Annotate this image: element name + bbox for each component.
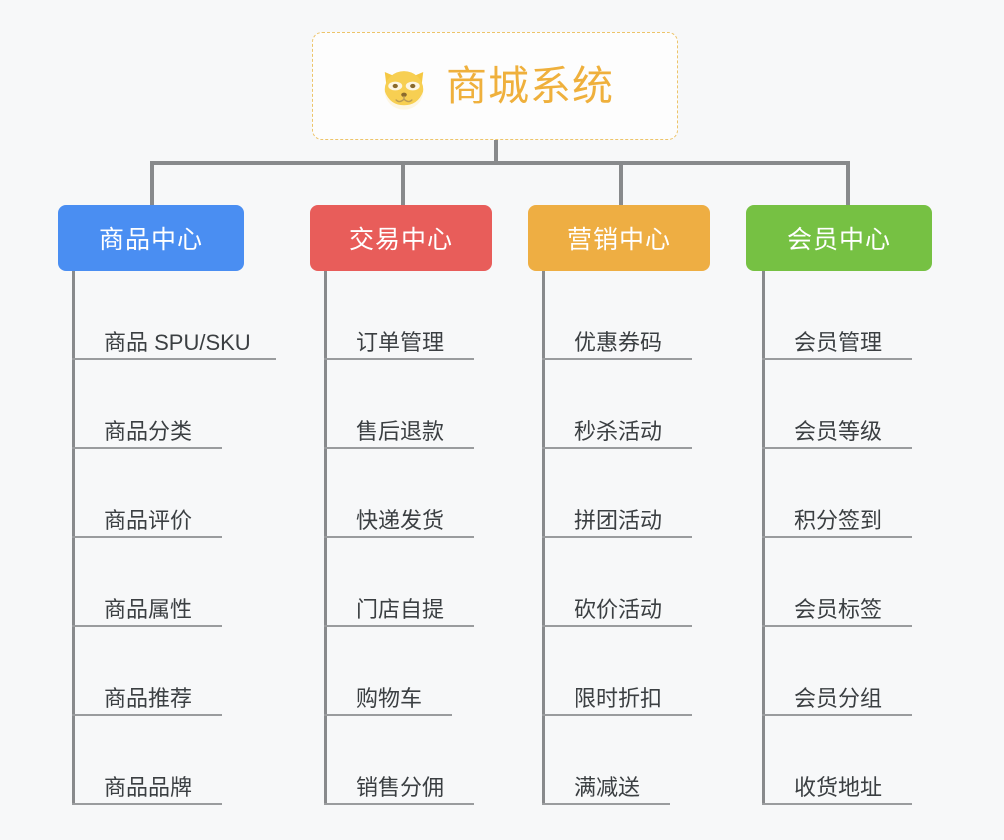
leaf-item[interactable]: 收货地址 xyxy=(762,716,912,805)
leaf-item[interactable]: 会员分组 xyxy=(762,627,912,716)
category-label: 会员中心 xyxy=(786,226,891,254)
leaf-item[interactable]: 秒杀活动 xyxy=(542,360,692,449)
leaf-underline xyxy=(72,358,276,360)
leaf-underline xyxy=(762,625,912,627)
leaf-item[interactable]: 商品品牌 xyxy=(72,716,222,805)
leaf-label: 会员分组 xyxy=(794,686,883,711)
leaf-underline xyxy=(762,536,912,538)
leaf-underline xyxy=(542,536,692,538)
column-spine xyxy=(762,271,765,805)
leaf-column-商品中心: 商品 SPU/SKU 商品分类商品评价商品属性商品推荐商品品牌 xyxy=(72,271,332,805)
leaf-label: 收货地址 xyxy=(794,775,883,800)
leaf-item[interactable]: 门店自提 xyxy=(324,538,474,627)
leaf-underline xyxy=(72,714,222,716)
connector-drop-2 xyxy=(401,161,405,207)
leaf-label: 砍价活动 xyxy=(574,597,663,622)
connector-drop-4 xyxy=(846,161,850,207)
leaf-label: 满减送 xyxy=(574,775,641,800)
leaf-item[interactable]: 满减送 xyxy=(542,716,670,805)
leaf-label: 商品推荐 xyxy=(104,686,193,711)
leaf-item[interactable]: 积分签到 xyxy=(762,449,912,538)
shiba-dog-icon xyxy=(376,58,432,114)
leaf-underline xyxy=(324,803,474,805)
leaf-label: 商品 SPU/SKU xyxy=(104,330,251,355)
connector-horizontal-bus xyxy=(150,161,850,165)
category-label: 营销中心 xyxy=(566,226,671,254)
leaf-label: 门店自提 xyxy=(356,597,445,622)
leaf-underline xyxy=(324,625,474,627)
leaf-label: 销售分佣 xyxy=(356,775,445,800)
leaf-item[interactable]: 会员等级 xyxy=(762,360,912,449)
connector-drop-1 xyxy=(150,161,154,207)
leaf-underline xyxy=(324,358,474,360)
leaf-item[interactable]: 购物车 xyxy=(324,627,452,716)
leaf-item[interactable]: 商品推荐 xyxy=(72,627,222,716)
leaf-label: 积分签到 xyxy=(794,508,883,533)
leaf-underline xyxy=(762,803,912,805)
leaf-underline xyxy=(762,358,912,360)
leaf-column-营销中心: 优惠券码秒杀活动拼团活动砍价活动限时折扣满减送 xyxy=(542,271,802,805)
leaf-item[interactable]: 砍价活动 xyxy=(542,538,692,627)
leaf-item[interactable]: 拼团活动 xyxy=(542,449,692,538)
leaf-underline xyxy=(542,714,692,716)
leaf-underline xyxy=(324,536,474,538)
leaf-label: 优惠券码 xyxy=(574,330,663,355)
column-spine xyxy=(324,271,327,805)
leaf-underline xyxy=(542,358,692,360)
leaf-item[interactable]: 商品评价 xyxy=(72,449,222,538)
category-label: 交易中心 xyxy=(348,226,453,254)
leaf-item[interactable]: 销售分佣 xyxy=(324,716,474,805)
leaf-underline xyxy=(324,447,474,449)
category-label: 商品中心 xyxy=(98,226,203,254)
leaf-label: 会员等级 xyxy=(794,419,883,444)
category-box-会员中心[interactable]: 会员中心 xyxy=(746,205,932,271)
leaf-column-会员中心: 会员管理会员等级积分签到会员标签会员分组收货地址 xyxy=(762,271,1004,805)
leaf-underline xyxy=(762,714,912,716)
leaf-label: 快递发货 xyxy=(356,508,445,533)
leaf-label: 会员管理 xyxy=(794,330,883,355)
leaf-label: 限时折扣 xyxy=(574,686,663,711)
root-node-商城系统[interactable]: 商城系统 xyxy=(312,32,678,140)
connector-drop-3 xyxy=(619,161,623,207)
category-box-营销中心[interactable]: 营销中心 xyxy=(528,205,710,271)
root-title: 商城系统 xyxy=(446,62,614,109)
leaf-item[interactable]: 快递发货 xyxy=(324,449,474,538)
leaf-label: 商品分类 xyxy=(104,419,193,444)
leaf-column-交易中心: 订单管理售后退款快递发货门店自提购物车销售分佣 xyxy=(324,271,584,805)
leaf-underline xyxy=(542,447,692,449)
connector-root-stem xyxy=(494,140,498,164)
leaf-item[interactable]: 会员标签 xyxy=(762,538,912,627)
leaf-item[interactable]: 限时折扣 xyxy=(542,627,692,716)
leaf-label: 会员标签 xyxy=(794,597,883,622)
leaf-label: 订单管理 xyxy=(356,330,445,355)
leaf-underline xyxy=(542,803,670,805)
leaf-item[interactable]: 商品属性 xyxy=(72,538,222,627)
leaf-item[interactable]: 商品 SPU/SKU xyxy=(72,271,276,360)
leaf-item[interactable]: 商品分类 xyxy=(72,360,222,449)
leaf-label: 售后退款 xyxy=(356,419,445,444)
leaf-item[interactable]: 优惠券码 xyxy=(542,271,692,360)
leaf-item[interactable]: 订单管理 xyxy=(324,271,474,360)
leaf-underline xyxy=(72,803,222,805)
leaf-underline xyxy=(72,536,222,538)
leaf-item[interactable]: 会员管理 xyxy=(762,271,912,360)
column-spine xyxy=(72,271,75,805)
column-spine xyxy=(542,271,545,805)
leaf-underline xyxy=(542,625,692,627)
leaf-label: 商品属性 xyxy=(104,597,193,622)
leaf-underline xyxy=(324,714,452,716)
leaf-label: 商品品牌 xyxy=(104,775,193,800)
leaf-label: 秒杀活动 xyxy=(574,419,663,444)
leaf-underline xyxy=(762,447,912,449)
leaf-label: 购物车 xyxy=(356,686,423,711)
leaf-label: 拼团活动 xyxy=(574,508,663,533)
category-box-交易中心[interactable]: 交易中心 xyxy=(310,205,492,271)
leaf-underline xyxy=(72,625,222,627)
category-box-商品中心[interactable]: 商品中心 xyxy=(58,205,244,271)
leaf-item[interactable]: 售后退款 xyxy=(324,360,474,449)
leaf-underline xyxy=(72,447,222,449)
leaf-label: 商品评价 xyxy=(104,508,193,533)
